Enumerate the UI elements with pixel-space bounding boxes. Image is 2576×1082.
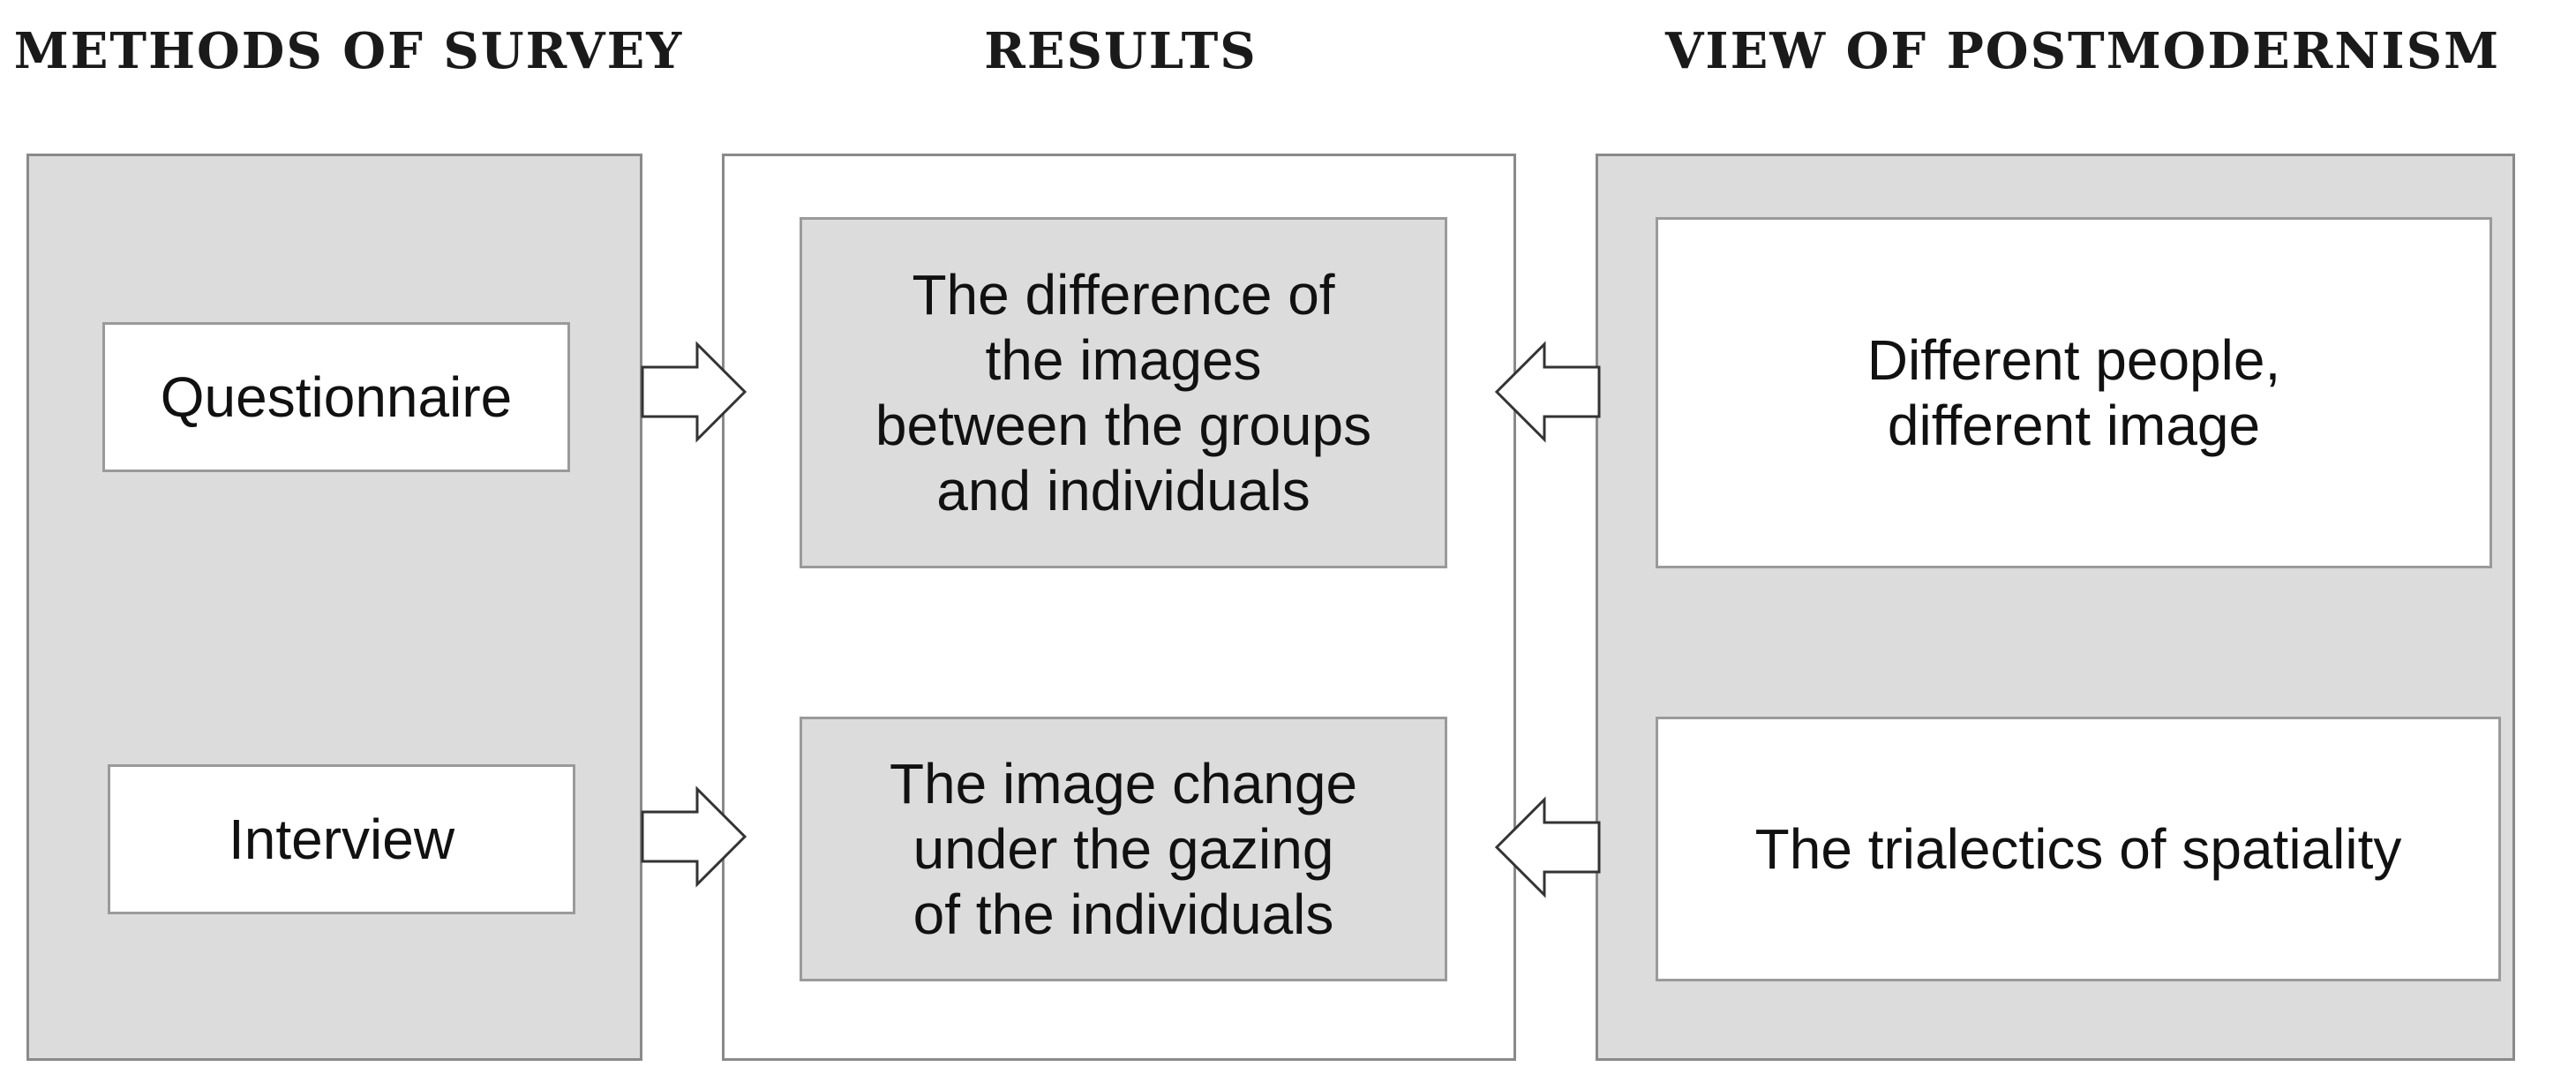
heading-results: RESULTS bbox=[984, 22, 1258, 80]
arrow-interview-to-change bbox=[641, 785, 747, 888]
view-trialectics-box: The trialectics of spatiality bbox=[1656, 717, 2501, 981]
arrow-trialectics-to-change bbox=[1494, 796, 1601, 898]
heading-methods-of-survey: METHODS OF SURVEY bbox=[13, 22, 684, 80]
panel-methods bbox=[26, 154, 642, 1061]
heading-view-of-postmodernism: VIEW OF POSTMODERNISM bbox=[1664, 22, 2501, 80]
interview-box: Interview bbox=[108, 764, 575, 914]
view-different-people-box: Different people, different image bbox=[1656, 217, 2492, 568]
result-image-change-box: The image change under the gazing of the… bbox=[800, 717, 1447, 981]
result-difference-box: The difference of the images between the… bbox=[800, 217, 1447, 568]
arrow-questionnaire-to-difference bbox=[641, 341, 747, 443]
arrow-different-people-to-difference bbox=[1494, 341, 1601, 443]
questionnaire-box: Questionnaire bbox=[102, 322, 570, 472]
